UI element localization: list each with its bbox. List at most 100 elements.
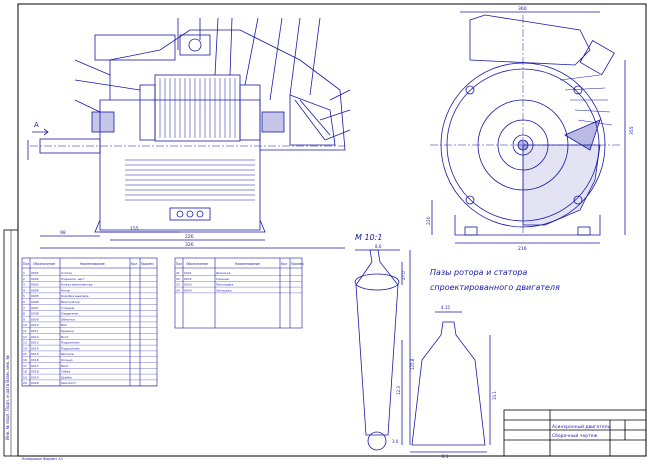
table-cell: 0008: [31, 312, 39, 316]
table-cell: 0007: [31, 306, 39, 310]
col2-designation: Обозначение: [186, 262, 208, 266]
table-cell: Шпилька: [216, 271, 231, 275]
col-note: Примеч: [141, 262, 154, 266]
table-cell: 12: [23, 335, 27, 339]
table-cell: Вал: [61, 323, 67, 327]
table-cell: 0014: [31, 346, 39, 350]
dim-155: 155: [130, 226, 139, 232]
table-cell: Вентилятор: [61, 300, 80, 304]
motor-end-view: [430, 11, 626, 244]
title-line-1: Асинхронный двигатель: [552, 423, 611, 430]
dim-end-left: 220: [426, 216, 432, 225]
table-cell: 14: [23, 346, 27, 350]
table-cell: 13: [23, 341, 27, 345]
col-designation: Обозначение: [33, 262, 55, 266]
table-cell: 0017: [31, 364, 39, 368]
rotor-slot-detail: [354, 249, 411, 451]
table-cell: 8: [23, 312, 25, 316]
side-stamp: Инв. № подл. Подп. и дата Взам. инв. №: [5, 355, 10, 440]
table-cell: 10: [23, 323, 27, 327]
col-name: Наименование: [80, 262, 105, 266]
stator-dim-slot: 10.1: [492, 391, 497, 400]
dim-end-bottom: 216: [518, 246, 527, 252]
rotor-dim-total: 125.8: [410, 358, 415, 370]
motor-section-view: [27, 17, 351, 249]
table-cell: Винт: [61, 364, 69, 368]
table-cell: Прокладка: [216, 283, 233, 287]
table-cell: 22: [176, 277, 180, 281]
table-cell: 19: [23, 375, 27, 379]
table-cell: 0005: [31, 294, 39, 298]
table-cell: Кожух вентилятора: [61, 283, 93, 287]
table-cell: Шайба: [61, 375, 72, 379]
title-block: [503, 409, 647, 457]
table-cell: 17: [23, 364, 27, 368]
table-cell: 0001: [31, 271, 39, 275]
rotor-dim-h1: 27.0: [401, 271, 406, 280]
table-cell: Станина: [61, 306, 75, 310]
slot-caption-2: спроектированного двигателя: [430, 283, 560, 292]
table-cell: Рым-болт: [61, 381, 76, 385]
table-cell: 0002: [31, 277, 39, 281]
col2-qty: Кол: [281, 262, 287, 266]
table-cell: Кольцо: [61, 358, 73, 362]
table-cell: 3: [23, 283, 25, 287]
table-cell: Статор: [61, 271, 72, 275]
bottom-stamp: Копировал Формат А1: [22, 457, 63, 461]
title-line-2: Сборочный чертеж: [552, 432, 598, 439]
dim-end-top: 360: [518, 6, 527, 12]
table-cell: 0006: [31, 300, 39, 304]
table-cell: 0016: [31, 358, 39, 362]
table-cell: Заглушка: [216, 288, 232, 292]
stator-dim-h: 12.3: [396, 386, 401, 395]
section-arrow-label: A: [34, 121, 39, 129]
table-cell: Сердечник: [61, 312, 78, 316]
table-cell: 0004: [31, 288, 39, 292]
table-cell: 18: [23, 370, 27, 374]
slot-caption-1: Пазы ротора и статора: [430, 268, 527, 277]
table-cell: 24: [176, 288, 180, 292]
parts-table-2-headers: Поз Обозначение Наименование Кол Примеч: [176, 262, 304, 266]
table-cell: 7: [23, 306, 25, 310]
table-cell: Ротор: [61, 288, 70, 292]
scale-label: М 10:1: [355, 233, 382, 242]
table-cell: 0020: [31, 381, 39, 385]
table-cell: 0023: [184, 283, 192, 287]
stator-dim-bot: 8.1: [442, 454, 449, 459]
table-cell: 0021: [184, 271, 192, 275]
dim-226: 226: [185, 234, 194, 240]
dim-end-height: 355: [629, 126, 635, 135]
table-cell: 0009: [31, 317, 39, 321]
table-cell: 6: [23, 300, 25, 304]
table-cell: 4: [23, 288, 25, 292]
table-cell: 15: [23, 352, 27, 356]
table-cell: 0010: [31, 323, 39, 327]
table-cell: Крышка: [61, 329, 74, 333]
table-cell: 21: [176, 271, 180, 275]
table-cell: 1: [23, 271, 25, 275]
table-cell: 0022: [184, 277, 192, 281]
parts-table-2-rows: 21 0021 Шпилька 22 0022 Сальник 23 0023 Прокладк…: [175, 271, 302, 294]
col2-name: Наименование: [235, 262, 260, 266]
table-cell: Подшипник: [61, 346, 80, 350]
table-cell: 0003: [31, 283, 39, 287]
parts-table-headers: Поз Обозначение Наименование Кол Примеч: [23, 262, 154, 266]
table-cell: 0018: [31, 370, 39, 374]
table-cell: 0011: [31, 329, 39, 333]
table-cell: Шпонка: [61, 352, 74, 356]
table-cell: Сальник: [216, 277, 230, 281]
stator-slot-detail: [401, 311, 491, 453]
col2-note: Примеч: [291, 262, 304, 266]
table-cell: Обмотка: [61, 317, 75, 321]
dim-98: 98: [60, 230, 66, 236]
col-qty: Кол: [131, 262, 137, 266]
table-cell: 16: [23, 358, 27, 362]
table-cell: 0024: [184, 288, 192, 292]
dim-326: 326: [185, 242, 194, 248]
table-cell: Гайка: [61, 370, 70, 374]
table-cell: 23: [176, 283, 180, 287]
table-cell: 2: [23, 277, 25, 281]
